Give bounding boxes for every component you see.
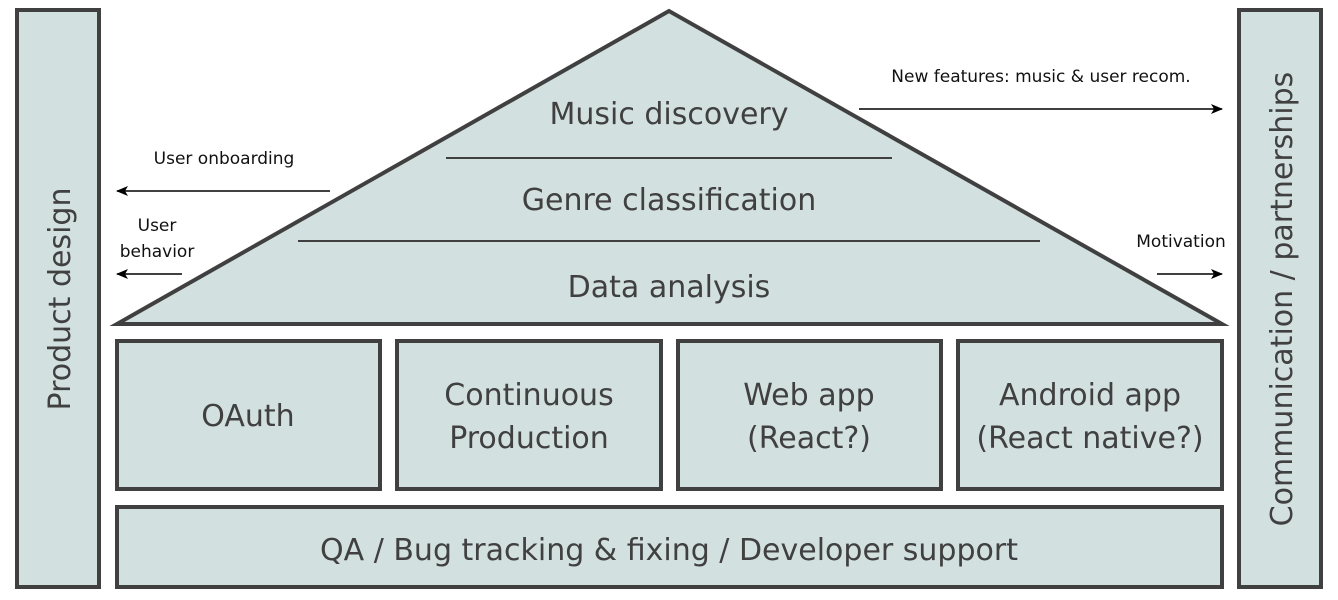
user-onboarding-label: User onboarding <box>154 149 295 169</box>
pillar-android-app: Android app (React native?) <box>956 339 1224 491</box>
pillar-continuous-production: Continuous Production <box>395 339 663 491</box>
pillar-continuous-line2: Production <box>449 421 609 456</box>
pillar-android-app-line1: Android app <box>999 378 1181 413</box>
new-features-label: New features: music & user recom. <box>891 67 1190 87</box>
communication-bar: Communication / partnerships <box>1237 8 1323 589</box>
user-behavior-arrow: User behavior <box>116 216 195 279</box>
motivation-label: Motivation <box>1136 232 1226 252</box>
pillar-web-app-line1: Web app <box>743 378 874 413</box>
new-features-arrow: New features: music & user recom. <box>859 67 1223 114</box>
data-analysis-label: Data analysis <box>568 270 771 305</box>
pillar-oauth-label: OAuth <box>201 399 294 434</box>
pillar-continuous-line1: Continuous <box>444 378 613 413</box>
motivation-arrow: Motivation <box>1136 232 1226 279</box>
pillar-web-app-line2: (React?) <box>747 421 871 456</box>
user-behavior-label-line2: behavior <box>120 242 195 262</box>
genre-classification-label: Genre classification <box>522 183 816 218</box>
roof: Music discovery Genre classification Dat… <box>109 8 1230 326</box>
user-onboarding-arrow: User onboarding <box>116 149 330 196</box>
product-design-label: Product design <box>43 188 78 411</box>
product-design-bar: Product design <box>15 8 101 589</box>
pillar-web-app: Web app (React?) <box>676 339 943 491</box>
foundation: QA / Bug tracking & fixing / Developer s… <box>115 505 1224 589</box>
pillar-oauth: OAuth <box>115 339 382 491</box>
user-behavior-label-line1: User <box>138 216 177 236</box>
pillar-android-app-line2: (React native?) <box>976 421 1203 456</box>
music-discovery-label: Music discovery <box>549 97 788 132</box>
communication-label: Communication / partnerships <box>1265 72 1300 527</box>
foundation-label: QA / Bug tracking & fixing / Developer s… <box>320 533 1018 568</box>
